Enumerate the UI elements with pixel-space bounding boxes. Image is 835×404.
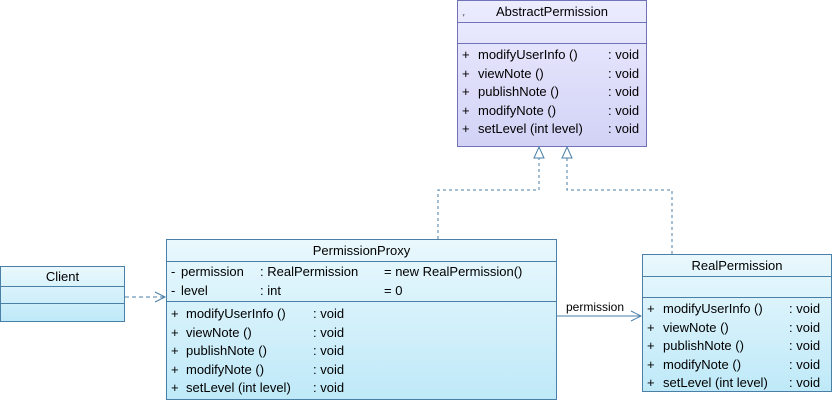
realization-real xyxy=(566,158,673,254)
operation-row: +publishNote (): void xyxy=(171,343,345,358)
operation-row: +modifyUserInfo (): void xyxy=(462,47,640,62)
operation-row: +modifyUserInfo (): void xyxy=(647,301,821,316)
association-arrowhead xyxy=(630,310,643,322)
permission-proxy-class[interactable]: PermissionProxy -permission: RealPermiss… xyxy=(166,239,557,400)
realization-arrowhead xyxy=(561,145,573,159)
association-label: permission xyxy=(566,300,624,314)
operation-row: +setLevel (int level): void xyxy=(647,375,821,390)
attributes-compartment: -permission: RealPermission= new RealPer… xyxy=(167,262,556,301)
operations-compartment xyxy=(1,303,124,319)
class-name: Client xyxy=(45,269,80,284)
attribute-row: -permission: RealPermission= new RealPer… xyxy=(171,264,523,279)
operation-row: +publishNote (): void xyxy=(462,84,640,99)
client-class[interactable]: Client xyxy=(0,266,125,322)
operation-row: +publishNote (): void xyxy=(647,338,821,353)
class-name: PermissionProxy xyxy=(312,243,411,258)
class-name: RealPermission xyxy=(691,258,783,273)
class-header: PermissionProxy xyxy=(167,240,556,262)
operations-compartment: +modifyUserInfo (): void +viewNote (): v… xyxy=(167,301,556,399)
key-icon: ˕ xyxy=(462,9,466,20)
class-header: ˕ AbstractPermission xyxy=(458,1,646,23)
attribute-row: -level: int= 0 xyxy=(171,282,403,298)
operations-compartment: +modifyUserInfo (): void +viewNote (): v… xyxy=(643,297,831,394)
dependency-arrowhead xyxy=(154,291,167,303)
realization-proxy xyxy=(437,158,540,239)
operation-row: +setLevel (int level): void xyxy=(171,380,345,395)
class-header: Client xyxy=(1,267,124,287)
operation-row: +viewNote (): void xyxy=(462,65,640,81)
operation-row: +viewNote (): void xyxy=(171,324,345,340)
operation-row: +modifyNote (): void xyxy=(171,361,345,377)
class-name: AbstractPermission xyxy=(496,4,608,19)
operation-row: +modifyNote (): void xyxy=(647,356,821,372)
operations-compartment: +modifyUserInfo (): void +viewNote (): v… xyxy=(458,43,646,140)
operation-row: +modifyNote (): void xyxy=(462,102,640,118)
operation-row: +setLevel (int level): void xyxy=(462,121,640,136)
operation-row: +modifyUserInfo (): void xyxy=(171,306,345,321)
realization-arrowhead xyxy=(533,145,545,159)
real-permission-class[interactable]: RealPermission +modifyUserInfo (): void … xyxy=(642,254,832,392)
class-header: RealPermission xyxy=(643,255,831,277)
operation-row: +viewNote (): void xyxy=(647,319,821,335)
abstract-permission-class[interactable]: ˕ AbstractPermission +modifyUserInfo ():… xyxy=(457,0,647,147)
